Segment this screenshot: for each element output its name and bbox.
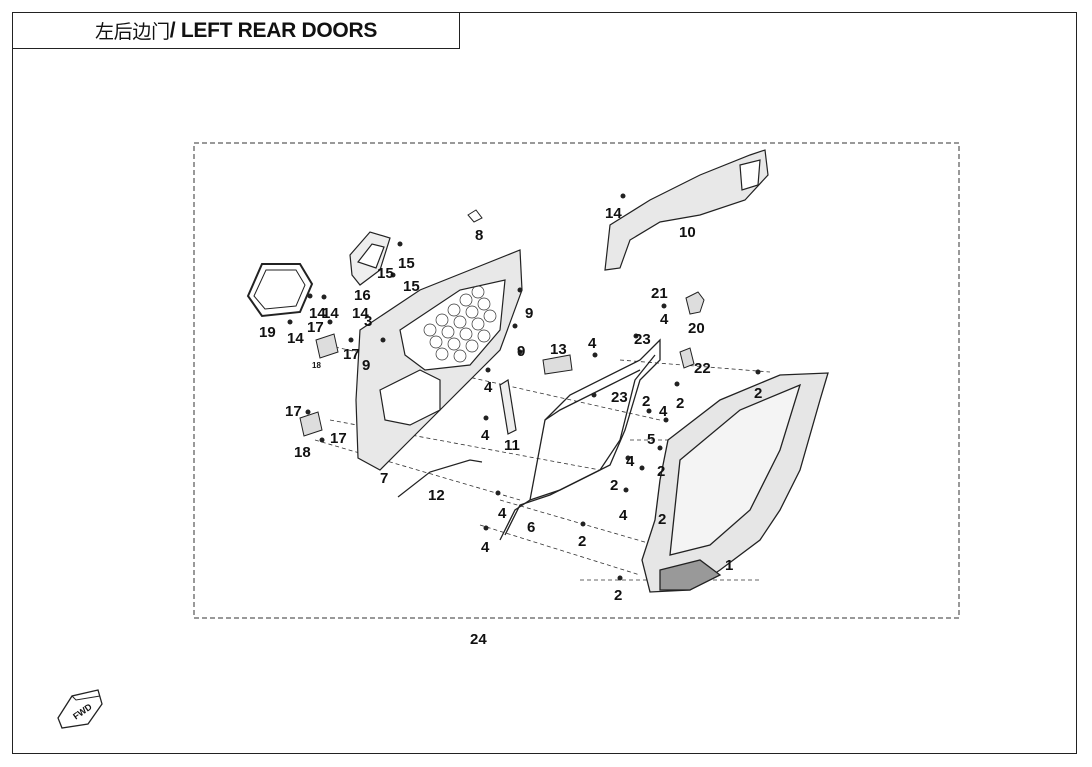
callout-17d: 17 (330, 430, 347, 447)
part-10-upper-trim (604, 149, 769, 271)
fasteners (287, 193, 761, 581)
callout-4g: 4 (481, 427, 490, 444)
callout-13: 13 (550, 341, 567, 358)
callout-labels: 1 2 2 2 2 2 2 2 2 3 4 4 4 4 4 4 4 4 4 5 … (259, 205, 762, 648)
part-12-cable (397, 459, 483, 498)
callout-23b: 23 (611, 389, 628, 406)
part-6-door-frame (499, 338, 661, 541)
callout-15b: 15 (377, 265, 394, 282)
callout-17b: 17 (343, 346, 360, 363)
part-22-bracket (679, 347, 695, 369)
callout-21: 21 (651, 285, 668, 302)
assembly-boundary (193, 142, 960, 619)
callout-18b: 18 (294, 444, 311, 461)
callout-4b: 4 (660, 311, 669, 328)
fwd-direction-badge: FWD (57, 689, 103, 729)
callout-15a: 15 (398, 255, 415, 272)
callout-11: 11 (504, 437, 520, 454)
callout-4e: 4 (619, 507, 628, 524)
callout-2a: 2 (754, 385, 762, 402)
callout-2h: 2 (614, 587, 622, 604)
callout-20: 20 (688, 320, 705, 337)
callout-4h: 4 (498, 505, 507, 522)
callout-2e: 2 (610, 477, 618, 494)
callout-24: 24 (470, 631, 487, 648)
callout-17a: 17 (307, 319, 324, 336)
callout-5: 5 (647, 431, 655, 448)
callout-2c: 2 (642, 393, 650, 410)
callout-23a: 23 (634, 331, 651, 348)
part-20-bracket (685, 291, 705, 315)
part-7-inner-door-panel (355, 249, 523, 471)
callout-4d: 4 (626, 453, 635, 470)
callout-4c: 4 (659, 403, 668, 420)
callout-14e: 14 (352, 305, 369, 322)
part-18-hinge (299, 333, 339, 437)
callout-10: 10 (679, 224, 696, 241)
title-english: / LEFT REAR DOORS (169, 18, 378, 42)
callout-17c: 17 (285, 403, 302, 420)
callout-2d: 2 (657, 463, 665, 480)
callout-1: 1 (725, 557, 733, 574)
part-1-outer-door-panel (641, 372, 829, 593)
callout-16: 16 (354, 287, 371, 304)
callout-19: 19 (259, 324, 276, 341)
callout-4f: 4 (484, 379, 493, 396)
callout-22: 22 (694, 360, 711, 377)
drawing-frame (12, 12, 1077, 754)
part-11-strap (499, 379, 517, 435)
callout-3: 3 (364, 313, 372, 330)
callout-9a: 9 (525, 305, 533, 322)
callout-9c: 9 (362, 357, 370, 374)
callout-9b: 9 (517, 343, 525, 360)
part-8-clip (467, 209, 483, 223)
part-16-bracket (349, 231, 391, 286)
callout-12: 12 (428, 487, 445, 504)
callout-4i: 4 (481, 539, 490, 556)
callout-8: 8 (475, 227, 483, 244)
callout-2b: 2 (676, 395, 684, 412)
callout-15c: 15 (403, 278, 420, 295)
callout-2g: 2 (578, 533, 586, 550)
title-box: 左后边门/ LEFT REAR DOORS (12, 12, 460, 49)
callout-6: 6 (527, 519, 535, 536)
callout-14a: 14 (605, 205, 622, 222)
callout-4a: 4 (588, 335, 597, 352)
callout-14d: 14 (287, 330, 304, 347)
callout-14b: 14 (309, 305, 326, 322)
part-19-window-frame (246, 263, 314, 318)
callout-14c: 14 (322, 305, 339, 322)
callout-18a: 18 (312, 361, 321, 370)
title-chinese: 左后边门 (94, 21, 170, 43)
part-13-latch (542, 354, 573, 375)
callout-7: 7 (380, 470, 388, 487)
callout-2f: 2 (658, 511, 666, 528)
